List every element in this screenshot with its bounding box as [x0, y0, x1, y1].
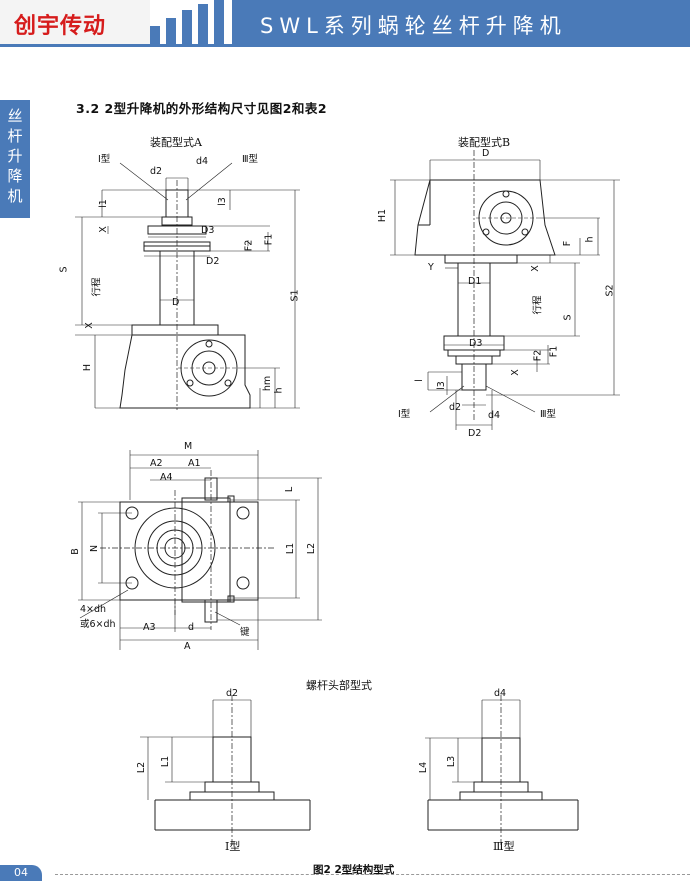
side-tab-char: 丝 — [7, 107, 23, 125]
label: Ⅲ型 — [493, 840, 515, 853]
page-title: SWL系列蜗轮丝杆升降机 — [260, 14, 567, 38]
label: Ⅲ型 — [540, 409, 557, 420]
label: L2 — [306, 542, 318, 555]
label: Ⅰ型 — [98, 154, 111, 165]
label: F1 — [263, 233, 275, 246]
label: 4×dh — [80, 604, 107, 615]
label: X — [509, 369, 521, 376]
side-tab: 丝 杆 升 降 机 — [0, 100, 30, 218]
screw-heads-title: 螺杆头部型式 — [306, 679, 372, 692]
label: d2 — [449, 402, 462, 413]
label: hm — [262, 375, 274, 392]
label: L2 — [136, 761, 148, 774]
label: D — [482, 148, 490, 159]
figure-b-title: 装配型式B — [458, 136, 511, 149]
label: d4 — [196, 156, 209, 167]
label: l — [413, 379, 425, 382]
figure-a-title: 装配型式A — [150, 136, 202, 149]
section-heading: 3.2 2型升降机的外形结构尺寸见图2和表2 — [76, 101, 328, 116]
side-tab-char: 机 — [7, 187, 23, 205]
label: d2 — [226, 688, 239, 699]
figure-a-drawing — [75, 162, 300, 410]
label: B — [69, 548, 81, 555]
label: A — [184, 641, 191, 652]
label: L1 — [285, 542, 297, 555]
label: Ⅲ型 — [242, 154, 259, 165]
label: h — [584, 236, 596, 243]
label: D2 — [468, 428, 482, 439]
label: X — [97, 226, 109, 233]
label: L1 — [160, 755, 172, 768]
label: F1 — [548, 345, 560, 358]
label: 键 — [240, 627, 250, 638]
label: D — [172, 297, 180, 308]
label: X — [83, 322, 95, 329]
label: M — [184, 441, 193, 452]
page-number: 04 — [0, 865, 42, 881]
label: 行程 — [91, 277, 103, 297]
label: X — [529, 265, 541, 272]
label: F2 — [532, 349, 544, 362]
figure-caption: 图2 2型结构型式 — [313, 864, 395, 876]
label: F — [562, 240, 574, 247]
footer-rule — [55, 874, 690, 875]
label: L3 — [446, 755, 458, 768]
title-strip: SWL系列蜗轮丝杆升降机 — [232, 0, 690, 44]
label: S1 — [289, 289, 301, 302]
label: d2 — [150, 166, 163, 177]
label: d4 — [488, 410, 501, 421]
label: 或6×dh — [80, 619, 116, 630]
label: Y — [428, 262, 434, 273]
header-banner: 创宇传动 SWL系列蜗轮丝杆升降机 — [0, 0, 690, 47]
label: l1 — [97, 199, 109, 208]
label: L4 — [418, 761, 430, 774]
side-tab-char: 降 — [7, 167, 23, 185]
side-tab-char: 升 — [7, 147, 23, 165]
label: H — [82, 363, 94, 372]
logo-area: 创宇传动 — [0, 0, 150, 44]
label: d — [188, 622, 195, 633]
label: S — [58, 266, 70, 273]
label: H1 — [377, 208, 389, 223]
label: Ⅰ型 — [398, 409, 411, 420]
screw-head-drawings — [140, 695, 579, 845]
figure-b-drawing — [390, 150, 620, 430]
label: D2 — [206, 256, 220, 267]
label: L — [284, 486, 296, 493]
label: F2 — [243, 239, 255, 252]
label: A3 — [143, 622, 156, 633]
header-rule — [0, 44, 690, 47]
label: D1 — [468, 276, 482, 287]
label: l3 — [435, 381, 447, 390]
label: Ⅰ型 — [225, 840, 241, 853]
label: h — [273, 387, 285, 394]
label: A2 — [150, 458, 163, 469]
label: D3 — [469, 338, 483, 349]
label: A4 — [160, 472, 173, 483]
label: l3 — [216, 197, 228, 206]
label: N — [89, 544, 101, 553]
label: S — [562, 314, 574, 321]
side-tab-char: 杆 — [7, 127, 23, 145]
label: 行程 — [532, 295, 544, 315]
label: S2 — [604, 284, 616, 297]
plan-view-drawing — [78, 450, 322, 650]
label: A1 — [188, 458, 201, 469]
label: d4 — [494, 688, 507, 699]
company-logo: 创宇传动 — [14, 13, 107, 39]
label: D3 — [201, 225, 215, 236]
decorative-bars — [150, 0, 240, 44]
